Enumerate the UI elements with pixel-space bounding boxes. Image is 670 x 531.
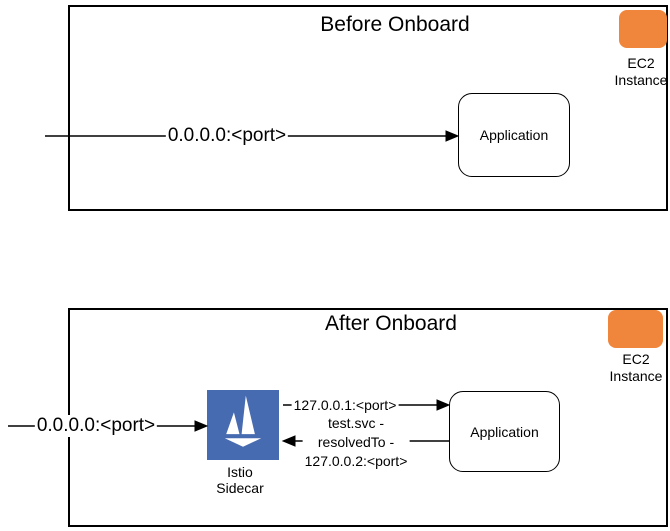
ec2-label-line: Instance bbox=[609, 368, 663, 384]
resolved-service-line: 127.0.0.2:<port> bbox=[304, 453, 408, 469]
application-node: Application bbox=[449, 391, 560, 472]
inbound-port-label: 0.0.0.0:<port> bbox=[165, 125, 289, 147]
after-onboard-title: After Onboard bbox=[325, 312, 457, 335]
sail-jib-shape bbox=[226, 412, 240, 435]
application-node: Application bbox=[458, 93, 570, 177]
ec2-instance-label: EC2 Instance bbox=[610, 351, 663, 385]
resolved-service-line: test.svc - bbox=[327, 415, 385, 431]
application-label: Application bbox=[479, 127, 549, 143]
redirect-port-label: 127.0.0.1:<port> bbox=[291, 397, 399, 413]
istio-label-line: Sidecar bbox=[216, 480, 264, 496]
ec2-instance-icon bbox=[619, 10, 667, 48]
ec2-instance-label: EC2 Instance bbox=[615, 55, 668, 89]
ec2-label-line: EC2 bbox=[627, 55, 655, 71]
before-onboard-box bbox=[68, 5, 668, 211]
ec2-label-line: Instance bbox=[614, 72, 668, 88]
istio-sidecar-label: Istio Sidecar bbox=[216, 464, 263, 496]
application-label: Application bbox=[470, 423, 539, 440]
sail-main-shape bbox=[241, 395, 255, 435]
ec2-label-line: EC2 bbox=[622, 351, 650, 367]
resolved-service-line: resolvedTo - bbox=[317, 434, 395, 450]
ec2-instance-icon bbox=[608, 310, 663, 348]
istio-sidecar-node bbox=[207, 390, 279, 460]
istio-sailboat-icon bbox=[224, 395, 262, 447]
hull-shape bbox=[224, 438, 262, 447]
resolved-service-label: test.svc - resolvedTo - 127.0.0.2:<port> bbox=[302, 414, 410, 471]
before-onboard-title: Before Onboard bbox=[320, 13, 470, 36]
istio-label-line: Istio bbox=[227, 464, 253, 480]
inbound-port-label: 0.0.0.0:<port> bbox=[34, 415, 158, 437]
